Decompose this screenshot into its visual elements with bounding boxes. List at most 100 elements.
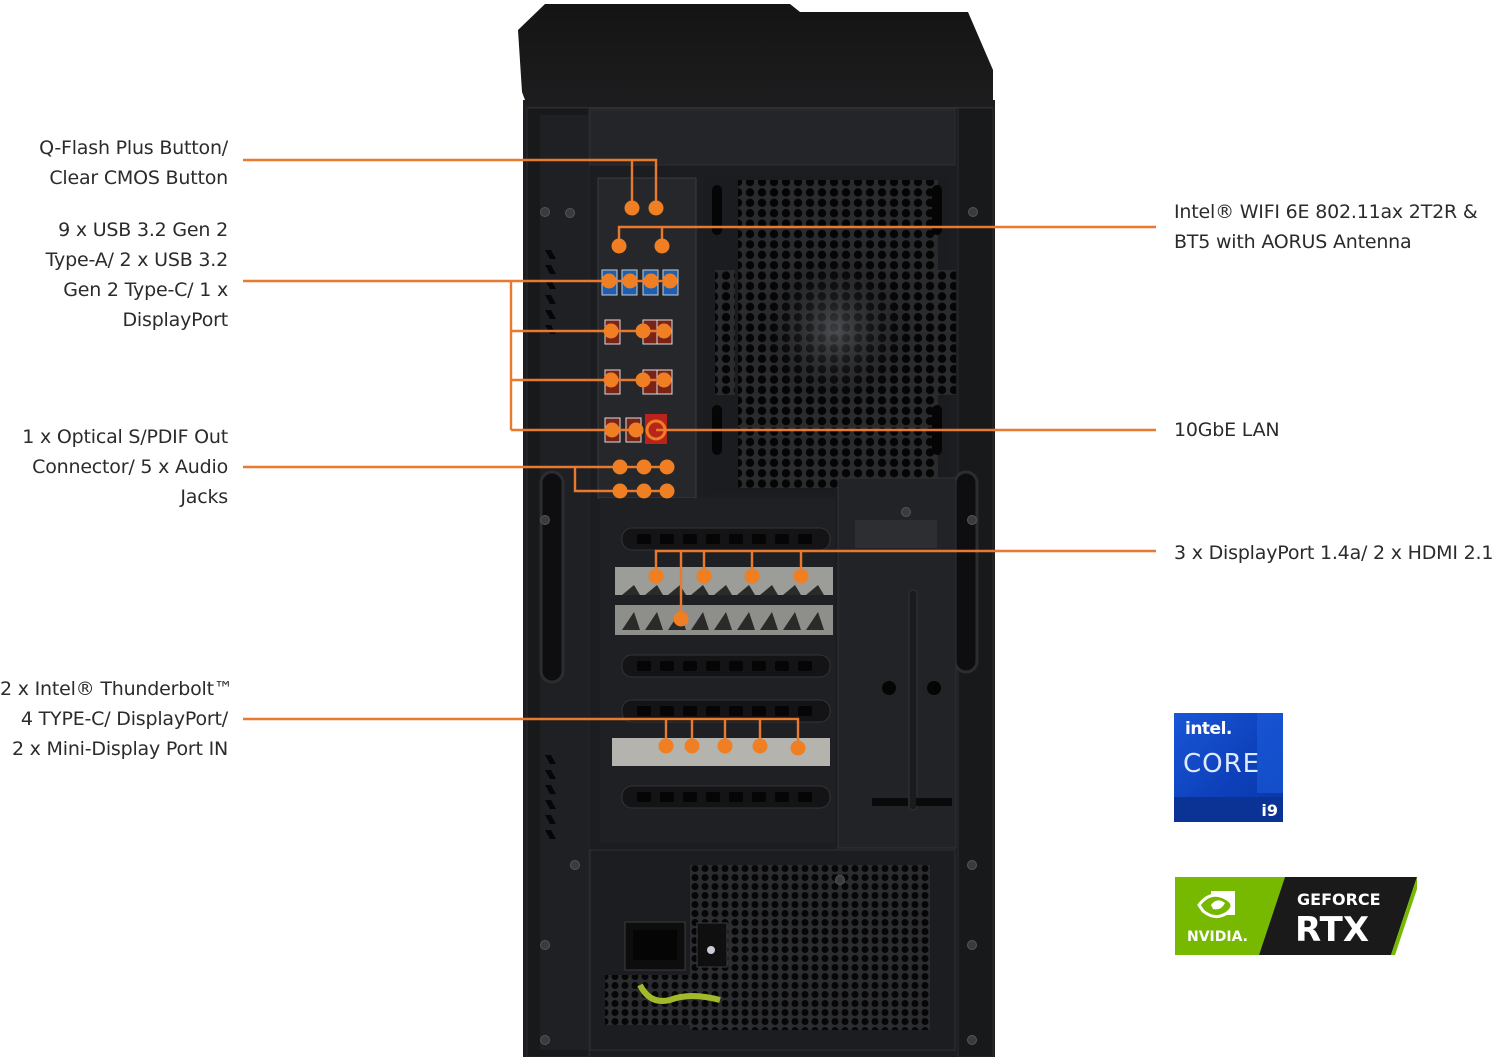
callout-dot bbox=[648, 568, 664, 584]
gpu-vent bbox=[737, 612, 755, 630]
lan-callout-ring bbox=[645, 419, 667, 441]
slot-vent-hole bbox=[729, 792, 743, 802]
callout-dot bbox=[604, 422, 620, 438]
callout-dot bbox=[744, 568, 760, 584]
callout-dot bbox=[628, 422, 644, 438]
callout-dot bbox=[662, 273, 678, 289]
vent-slash bbox=[545, 250, 556, 259]
slot-vent-hole bbox=[798, 534, 812, 544]
callout-dot bbox=[601, 273, 617, 289]
callout-line bbox=[617, 225, 1156, 246]
slot-vent-hole bbox=[637, 792, 651, 802]
slot-vent-hole bbox=[798, 792, 812, 802]
callout-dot bbox=[624, 200, 640, 216]
gpu-vent bbox=[783, 612, 801, 630]
vent-slash bbox=[545, 815, 556, 824]
vent-slash bbox=[545, 785, 556, 794]
screw bbox=[967, 860, 977, 870]
callout-dot bbox=[612, 459, 628, 475]
nvidia-green-panel bbox=[1175, 877, 1285, 955]
geforce-text: GEFORCE bbox=[1297, 890, 1381, 909]
slot-vent-hole bbox=[683, 792, 697, 802]
slot-vent-hole bbox=[637, 534, 651, 544]
screw bbox=[968, 207, 978, 217]
callout-dot bbox=[654, 238, 670, 254]
callout-label-lan: 10GbE LAN bbox=[1174, 419, 1280, 441]
gpu-vent bbox=[714, 585, 732, 595]
gpu-vent bbox=[691, 612, 709, 630]
screw bbox=[540, 940, 550, 950]
slot-vent-hole bbox=[660, 706, 674, 716]
slot-vent-hole bbox=[729, 706, 743, 716]
vent-slash bbox=[545, 310, 556, 319]
gpu-vent bbox=[622, 585, 640, 595]
callout-label-usb: 9 x USB 3.2 Gen 2 Type-A/ 2 x USB 3.2 Ge… bbox=[45, 219, 229, 331]
slot-vent-hole bbox=[706, 706, 720, 716]
callout-dot bbox=[636, 483, 652, 499]
callout-line bbox=[243, 158, 658, 208]
gpu-vent bbox=[737, 585, 755, 595]
callout-dot bbox=[684, 738, 700, 754]
slot-vent-hole bbox=[637, 661, 651, 671]
gpu-vent bbox=[783, 585, 801, 595]
callout-dot bbox=[648, 200, 664, 216]
callout-dot bbox=[643, 273, 659, 289]
callout-label-qflash: Q-Flash Plus Button/ Clear CMOS Button bbox=[39, 137, 228, 189]
slot-vent-hole bbox=[752, 706, 766, 716]
psu-grill bbox=[690, 865, 930, 1030]
callout-dot bbox=[673, 611, 689, 627]
vent-slash bbox=[545, 770, 556, 779]
slot-vent-hole bbox=[683, 706, 697, 716]
screw bbox=[540, 515, 550, 525]
screw bbox=[967, 515, 977, 525]
callout-dot bbox=[752, 738, 768, 754]
callout-dot bbox=[656, 323, 672, 339]
vent-slash bbox=[545, 295, 556, 304]
slot-vent-hole bbox=[775, 706, 789, 716]
vent-slash bbox=[545, 830, 556, 839]
slot-vent-hole bbox=[775, 534, 789, 544]
rtx-text: RTX bbox=[1295, 910, 1369, 950]
gpu-vent bbox=[691, 585, 709, 595]
slot-vent-hole bbox=[683, 534, 697, 544]
geforce-black-panel bbox=[1259, 877, 1417, 955]
slot-vent-hole bbox=[752, 534, 766, 544]
screw bbox=[901, 507, 911, 517]
slot-vent-hole bbox=[706, 534, 720, 544]
screw bbox=[540, 1035, 550, 1045]
screw bbox=[835, 875, 845, 885]
callout-dot bbox=[635, 372, 651, 388]
screw bbox=[967, 940, 977, 950]
callout-dot bbox=[611, 238, 627, 254]
case-top-cap bbox=[518, 4, 993, 108]
callout-line bbox=[243, 717, 800, 745]
vent-slash bbox=[545, 280, 556, 289]
slot-vent-hole bbox=[775, 792, 789, 802]
intel-badge-stripe bbox=[1257, 713, 1283, 793]
callout-dot bbox=[717, 738, 733, 754]
slot-vent-hole bbox=[729, 661, 743, 671]
gpu-vent bbox=[714, 612, 732, 630]
callout-dot bbox=[790, 740, 806, 756]
callout-dot bbox=[658, 738, 674, 754]
intel-core-text: CORE bbox=[1183, 749, 1261, 779]
gpu-vent bbox=[806, 612, 824, 630]
callout-label-wifi: Intel® WIFI 6E 802.11ax 2T2R & BT5 with … bbox=[1174, 201, 1478, 253]
slot-vent-hole bbox=[637, 706, 651, 716]
callout-label-thunderbolt: 2 x Intel® Thunderbolt™ 4 TYPE-C/ Displa… bbox=[0, 678, 233, 760]
callout-dot bbox=[659, 459, 675, 475]
callout-dot bbox=[656, 372, 672, 388]
intel-tier-text: i9 bbox=[1261, 801, 1278, 820]
gpu-vent bbox=[645, 612, 663, 630]
slot-vent-hole bbox=[798, 706, 812, 716]
intel-badge-band bbox=[1174, 797, 1283, 822]
slot-vent-hole bbox=[660, 792, 674, 802]
power-switch bbox=[696, 922, 728, 968]
vent-slash bbox=[545, 755, 556, 764]
intel-brand-text: intel. bbox=[1185, 719, 1232, 739]
nvidia-geforce-rtx-logo: NVIDIA. GEFORCE RTX bbox=[1175, 877, 1417, 955]
slot-vent-hole bbox=[706, 661, 720, 671]
